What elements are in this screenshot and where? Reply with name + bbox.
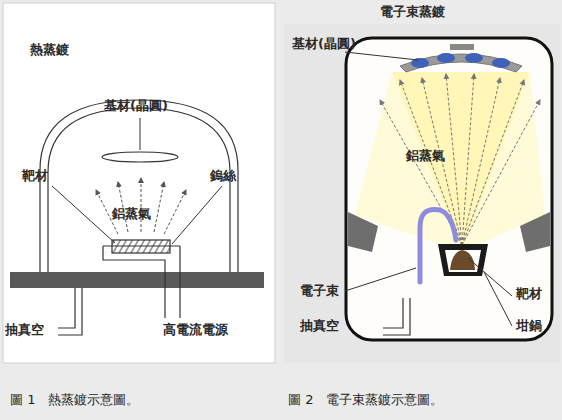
part-label: 鋁蒸氣 bbox=[112, 206, 151, 222]
panel-heading: 電子束蒸鍍 bbox=[380, 4, 445, 20]
figure-caption: 圖 2 電子束蒸鍍示意圖。 bbox=[288, 392, 443, 408]
part-label: 抽真空 bbox=[5, 322, 44, 338]
part-label: 坩鍋 bbox=[516, 318, 542, 334]
part-label: 靶材 bbox=[516, 286, 542, 302]
part-label: 基材(晶圓) bbox=[292, 36, 356, 52]
figure-caption: 圖 1 熱蒸鍍示意圖。 bbox=[10, 392, 139, 408]
panel-heading: 熱蒸鍍 bbox=[30, 42, 69, 58]
part-label: 靶材 bbox=[22, 168, 48, 184]
part-label: 鎢絲 bbox=[210, 168, 236, 184]
part-label: 電子束 bbox=[300, 283, 339, 299]
part-label: 基材(晶圓) bbox=[104, 98, 168, 114]
part-label: 抽真空 bbox=[300, 318, 339, 334]
part-label: 鋁蒸氣 bbox=[406, 148, 445, 164]
part-label: 高電流電源 bbox=[163, 322, 228, 338]
